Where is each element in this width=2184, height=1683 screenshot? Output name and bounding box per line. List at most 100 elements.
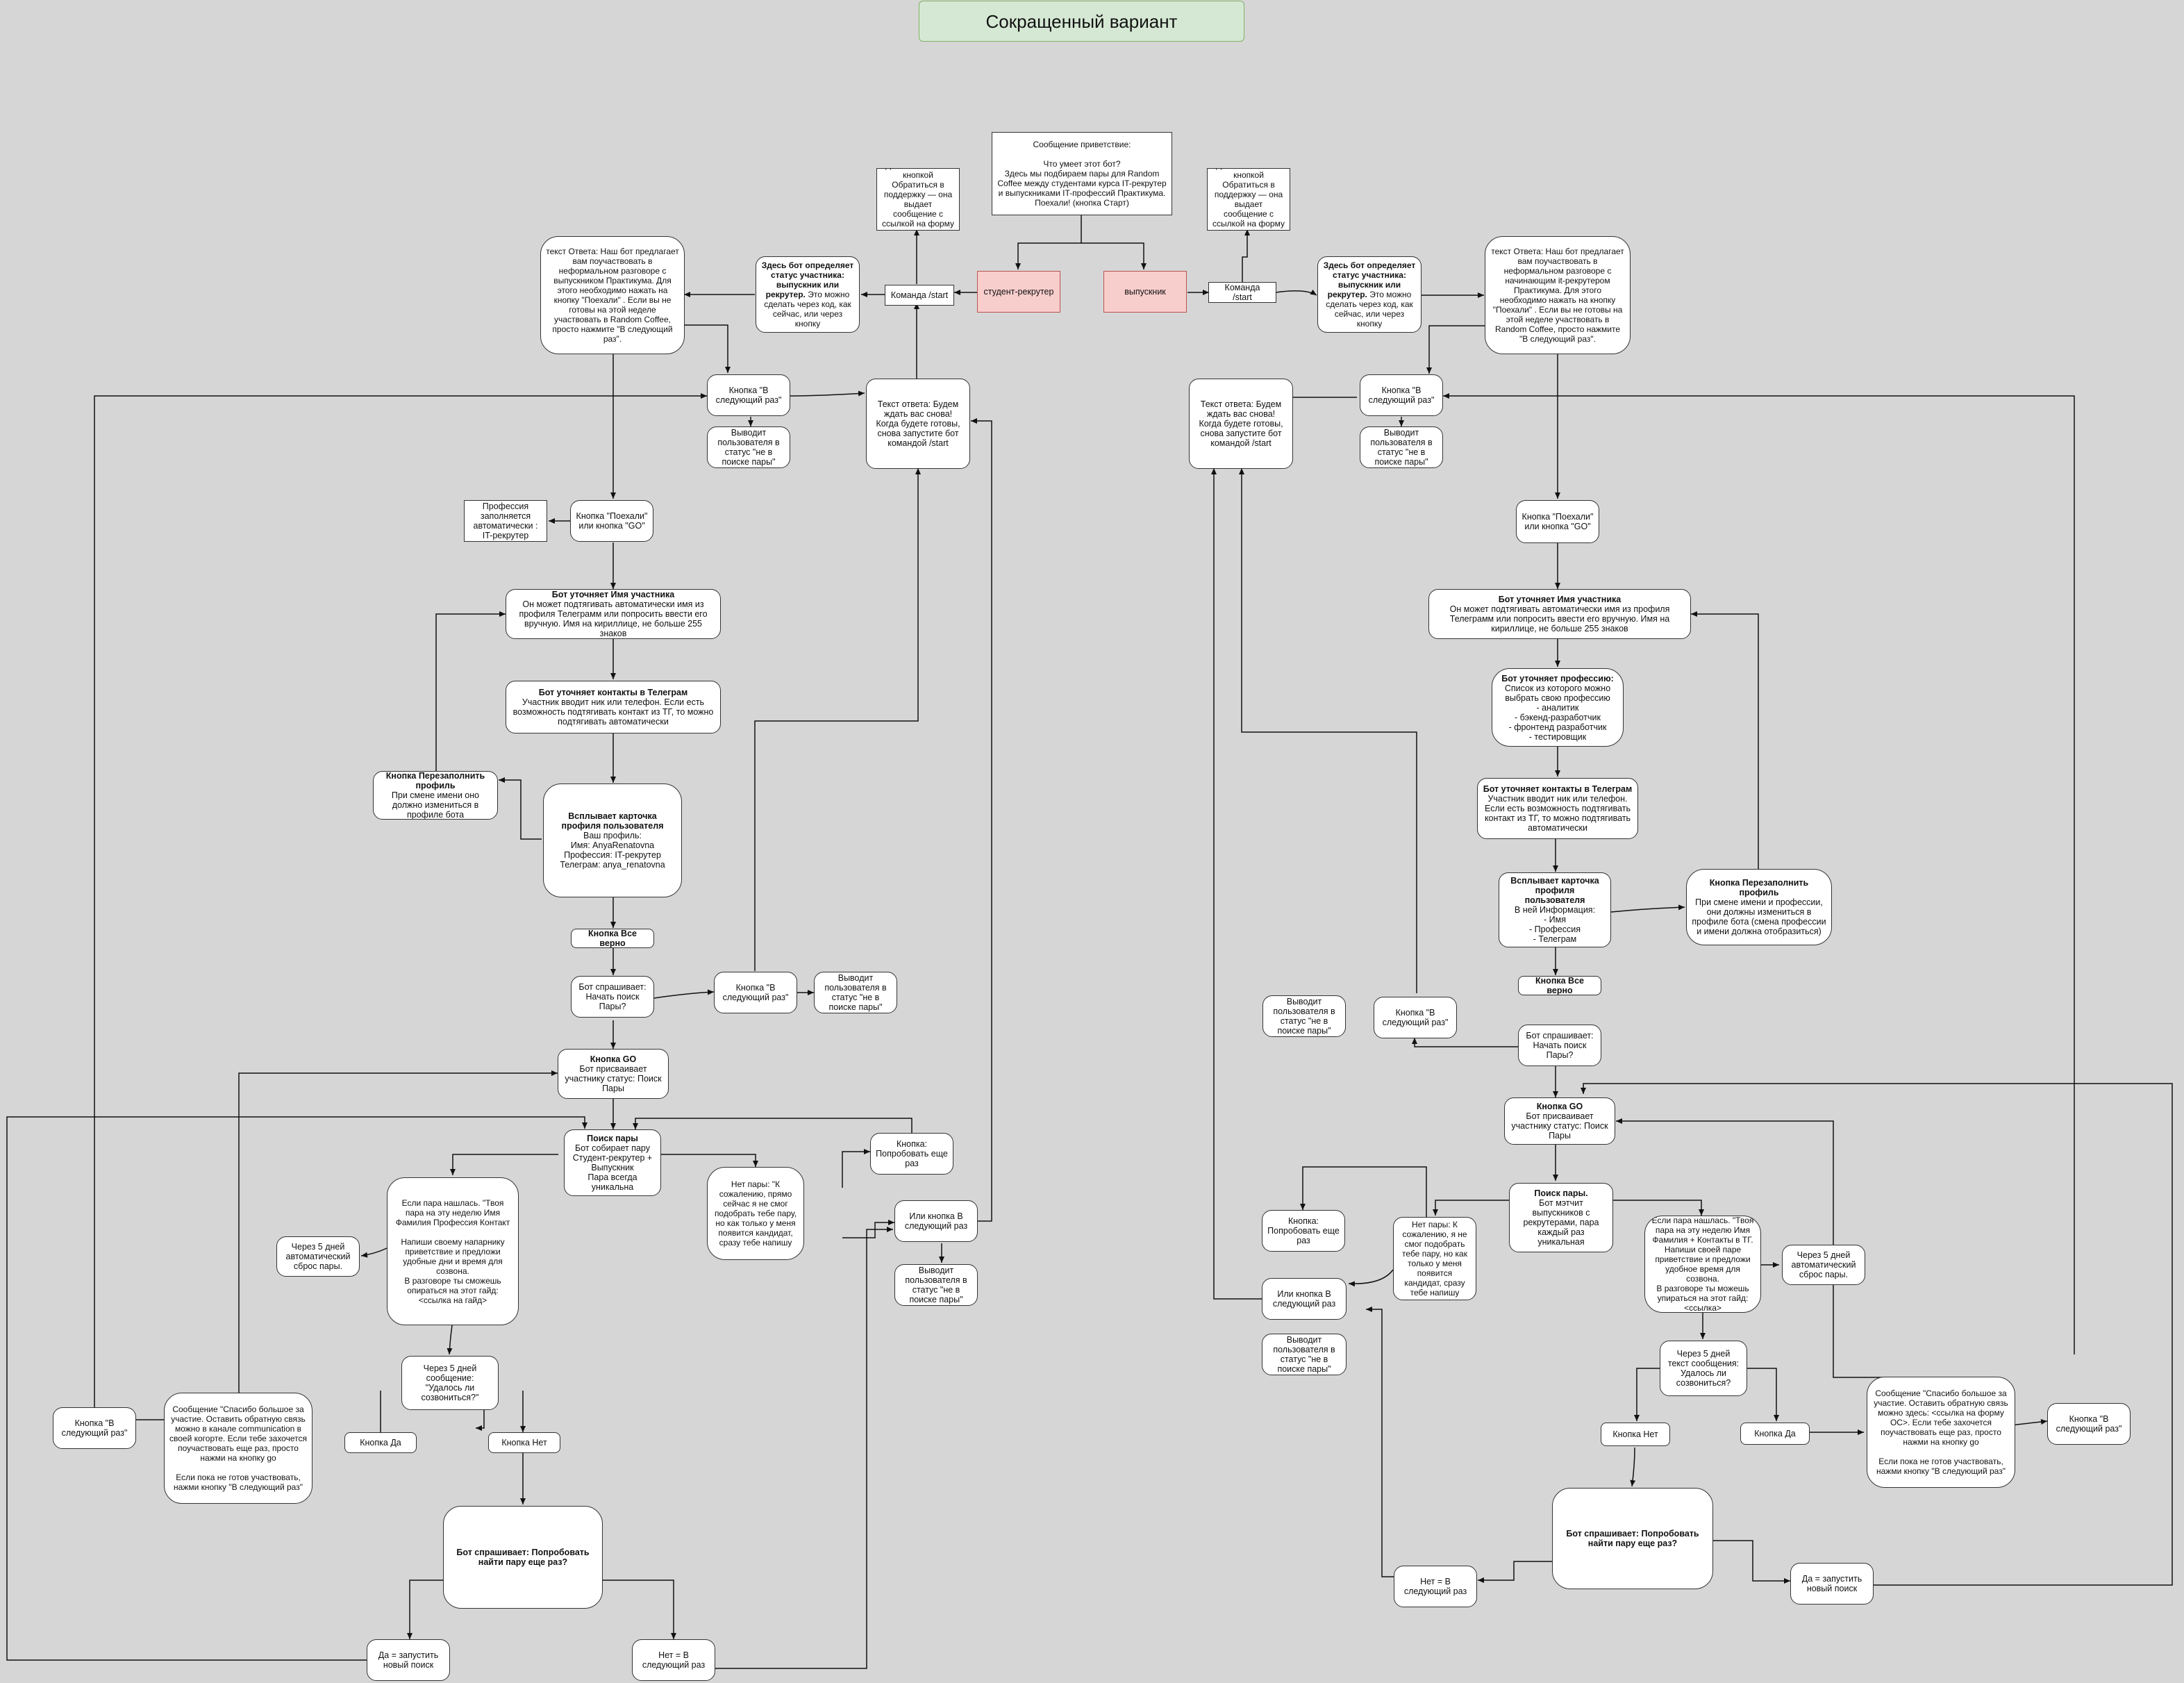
right-auto-reset-node: Через 5 дней автоматический сброс пары.: [1782, 1245, 1865, 1285]
left-no-next-node: Нет = В следующий раз: [632, 1639, 715, 1681]
left-next-time-button-3-node: Кнопка "В следующий раз": [53, 1407, 136, 1449]
left-try-again-ask-node: Бот спрашивает: Попробовать найти пару е…: [443, 1506, 603, 1609]
right-next-time-button-3-node: Кнопка "В следующий раз": [2047, 1403, 2131, 1445]
right-all-right-button-node: Кнопка Все верно: [1518, 976, 1601, 995]
left-no-pair-node: Нет пары: "К сожалению, прямо сейчас я н…: [707, 1167, 804, 1260]
left-menu-support-node: Дополнить меню кнопкой Обратиться в подд…: [876, 168, 960, 231]
edge: [633, 1118, 912, 1135]
left-yes-button-node: Кнопка Да: [344, 1432, 417, 1453]
edge: [1630, 1447, 1636, 1487]
left-not-searching-status-node: Выводит пользователя в статус "не в поис…: [707, 426, 790, 468]
left-command-start-node: Команда /start: [885, 285, 954, 306]
left-next-time-button-node: Кнопка "В следующий раз": [707, 374, 790, 416]
edge: [1366, 1307, 1395, 1577]
left-or-next-time-node: Или кнопка В следующий раз: [894, 1200, 978, 1242]
role-student-recruiter-node: студент-рекрутер: [977, 271, 1060, 313]
right-yes-restart-node: Да = запустить новый поиск: [1790, 1563, 1874, 1605]
edge: [1610, 904, 1685, 913]
edge: [1015, 215, 1082, 270]
edge: [1242, 229, 1250, 284]
left-ask-search-node: Бот спрашивает: Начать поиск Пары?: [571, 976, 654, 1018]
edge: [660, 1154, 758, 1167]
right-try-again-button-node: Кнопка: Попробовать еще раз: [1262, 1210, 1345, 1252]
edge: [2010, 1419, 2048, 1426]
edge: [1712, 1540, 1790, 1584]
left-not-searching-status-3-node: Выводит пользователя в статус "не в поис…: [894, 1264, 978, 1306]
edge: [684, 324, 731, 373]
right-next-time-button-node: Кнопка "В следующий раз": [1360, 374, 1443, 416]
edge: [435, 611, 506, 771]
right-pair-found-node: Если пара нашлась. "Твоя пара на эту нед…: [1644, 1216, 1761, 1313]
left-profession-auto-node: Профессия заполняется автоматически : IT…: [464, 500, 547, 542]
right-try-again-ask-node: Бот спрашивает: Попробовать найти пару е…: [1552, 1488, 1713, 1589]
edge: [789, 390, 865, 397]
edge: [842, 1149, 870, 1188]
right-not-searching-status-3-node: Выводит пользователя в статус "не в поис…: [1262, 1334, 1347, 1375]
left-auto-reset-node: Через 5 дней автоматический сброс пары.: [276, 1236, 360, 1277]
edge: [1607, 1200, 1704, 1216]
edge: [1412, 1038, 1518, 1047]
left-no-button-node: Кнопка Нет: [488, 1432, 560, 1453]
left-not-searching-status-2-node: Выводит пользователя в статус "не в поис…: [814, 972, 897, 1013]
edge: [1239, 468, 1417, 993]
left-five-days-ask-node: Через 5 дней сообщение: "Удалось ли созв…: [401, 1356, 499, 1410]
edge: [1275, 289, 1317, 296]
role-graduate-node: выпускник: [1103, 271, 1187, 313]
right-not-searching-status-2-node: Выводит пользователя в статус "не в поис…: [1262, 995, 1346, 1037]
left-go-button-node: Кнопка "Поехали" или кнопка "GO": [570, 500, 653, 542]
right-status-detect-node: Здесь бот определяет статус участника: в…: [1317, 256, 1422, 333]
edge: [1478, 1561, 1552, 1583]
edge: [1426, 325, 1486, 374]
left-try-again-button-node: Кнопка: Попробовать еще раз: [870, 1133, 953, 1175]
edge: [450, 1154, 558, 1175]
edge: [1433, 1200, 1509, 1216]
edge: [447, 1325, 453, 1355]
edge: [754, 468, 921, 971]
edge: [1348, 1269, 1394, 1287]
right-or-next-time-node: Или кнопка В следующий раз: [1262, 1278, 1347, 1320]
edge: [842, 1220, 894, 1238]
right-answer-text-node: текст Ответа: Наш бот предлагает вам поу…: [1485, 236, 1631, 354]
right-profession-clarify-node: Бот уточняет профессию:Список из которог…: [1492, 668, 1624, 747]
right-command-start-node: Команда /start: [1208, 282, 1276, 303]
edge: [407, 1580, 444, 1639]
left-thanks-message-node: Сообщение "Спасибо большое за участие. О…: [164, 1393, 312, 1504]
edge: [603, 1580, 676, 1639]
left-next-time-button-2-node: Кнопка "В следующий раз": [714, 972, 797, 1013]
edge: [1691, 611, 1759, 870]
left-wait-text-node: Текст ответа: Будем ждать вас снова! Ког…: [866, 379, 970, 469]
right-not-searching-status-node: Выводит пользователя в статус "не в поис…: [1360, 426, 1443, 468]
edge: [715, 1227, 893, 1669]
edge: [1081, 242, 1147, 270]
right-wait-text-node: Текст ответа: Будем ждать вас снова! Ког…: [1189, 379, 1293, 469]
right-go-button-node: Кнопка "Поехали" или кнопка "GO": [1516, 500, 1599, 543]
right-no-next-node: Нет = В следующий раз: [1394, 1566, 1477, 1607]
left-all-right-button-node: Кнопка Все верно: [571, 929, 654, 948]
right-menu-support-node: Дополнить меню кнопкой Обратиться в подд…: [1207, 168, 1290, 231]
edge: [1211, 468, 1262, 1300]
right-thanks-message-node: Сообщение "Спасибо большое за участие. О…: [1867, 1377, 2015, 1488]
edge: [499, 777, 542, 840]
welcome-message-node: Сообщение приветствие: Что умеет этот бо…: [992, 132, 1172, 215]
edge: [963, 418, 992, 1222]
right-yes-button-node: Кнопка Да: [1740, 1423, 1810, 1445]
edge: [360, 1247, 387, 1258]
page-title: Сокращенный вариант: [919, 1, 1244, 42]
edge: [653, 989, 715, 999]
right-ask-search-node: Бот спрашивает: Начать поиск Пары?: [1518, 1025, 1601, 1066]
left-yes-restart-node: Да = запустить новый поиск: [367, 1639, 450, 1681]
right-no-pair-node: Нет пары: К сожалению, я не смог подобра…: [1393, 1217, 1476, 1300]
